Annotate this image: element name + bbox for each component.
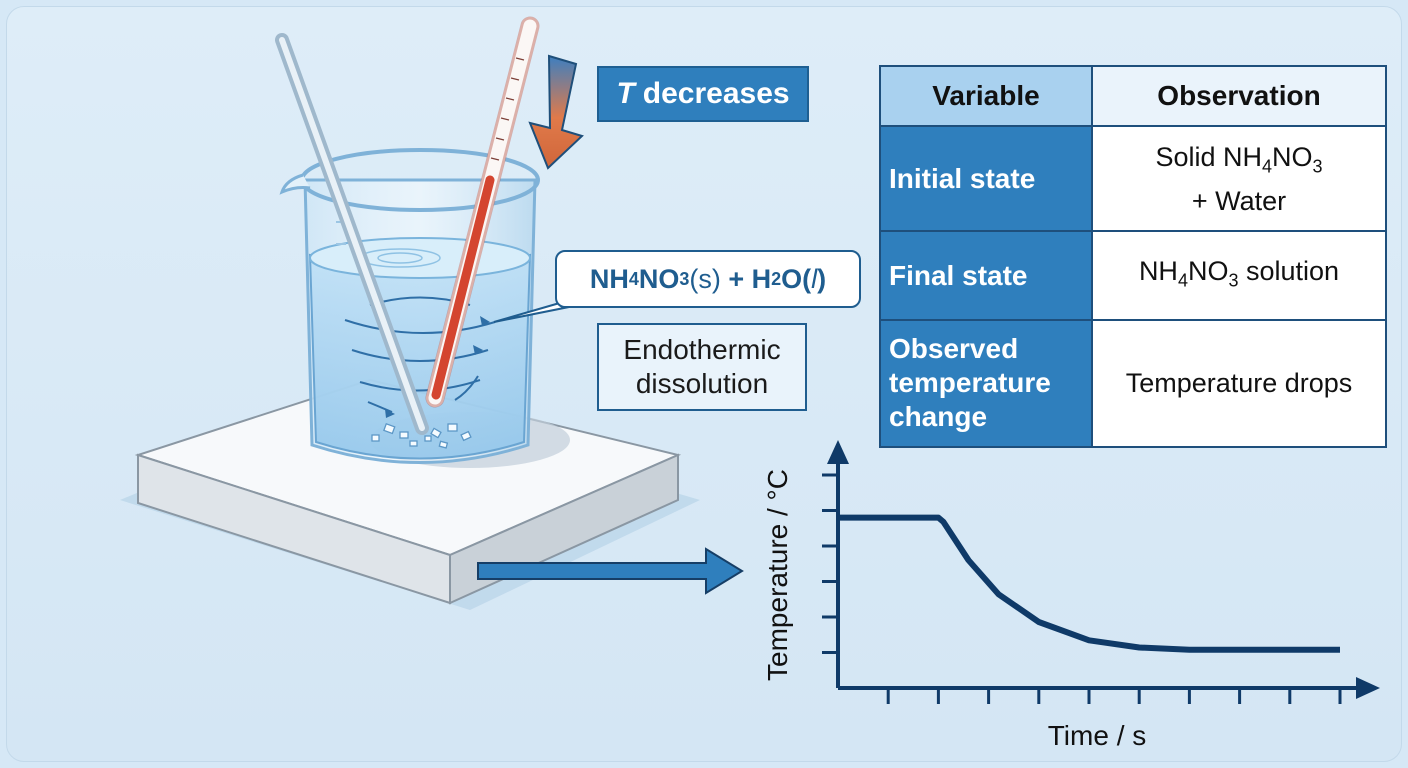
row-variable: Final state [879, 230, 1093, 321]
header-observation: Observation [1091, 64, 1387, 128]
chart-ticks [822, 473, 1342, 704]
note-line-1: Endothermic [623, 334, 781, 365]
temperature-curve [838, 514, 1340, 653]
temperature-symbol: T [616, 77, 635, 110]
temperature-down-arrow [528, 54, 584, 170]
y-axis-label: Temperature / °C [762, 469, 793, 681]
chart-axes [827, 440, 1380, 699]
table-header-row: Variable Observation [879, 64, 1387, 128]
banner-text: decreases [642, 77, 790, 110]
row-observation: Temperature drops [1091, 318, 1387, 449]
endothermic-note: Endothermic dissolution [597, 323, 807, 411]
table-row: Final state NH4NO3 solution [879, 230, 1387, 321]
row-variable: Observed temperature change [879, 318, 1093, 449]
table-row: Observed temperature change Temperature … [879, 318, 1387, 449]
observation-table: Variable Observation Initial state Solid… [879, 64, 1387, 449]
beaker-spout [279, 173, 311, 195]
to-graph-arrow [477, 547, 744, 595]
x-axis-arrowhead [1356, 677, 1380, 699]
row-observation: NH4NO3 solution [1091, 230, 1387, 321]
y-axis-arrowhead [827, 440, 849, 464]
note-line-2: dissolution [635, 368, 769, 399]
x-axis-label: Time / s [1048, 720, 1147, 751]
thermometer-liquid [431, 175, 495, 400]
row-variable: Initial state [879, 125, 1093, 233]
header-variable: Variable [879, 64, 1093, 128]
table-row: Initial state Solid NH4NO3 + Water [879, 125, 1387, 233]
row-observation: Solid NH4NO3 + Water [1091, 125, 1387, 233]
